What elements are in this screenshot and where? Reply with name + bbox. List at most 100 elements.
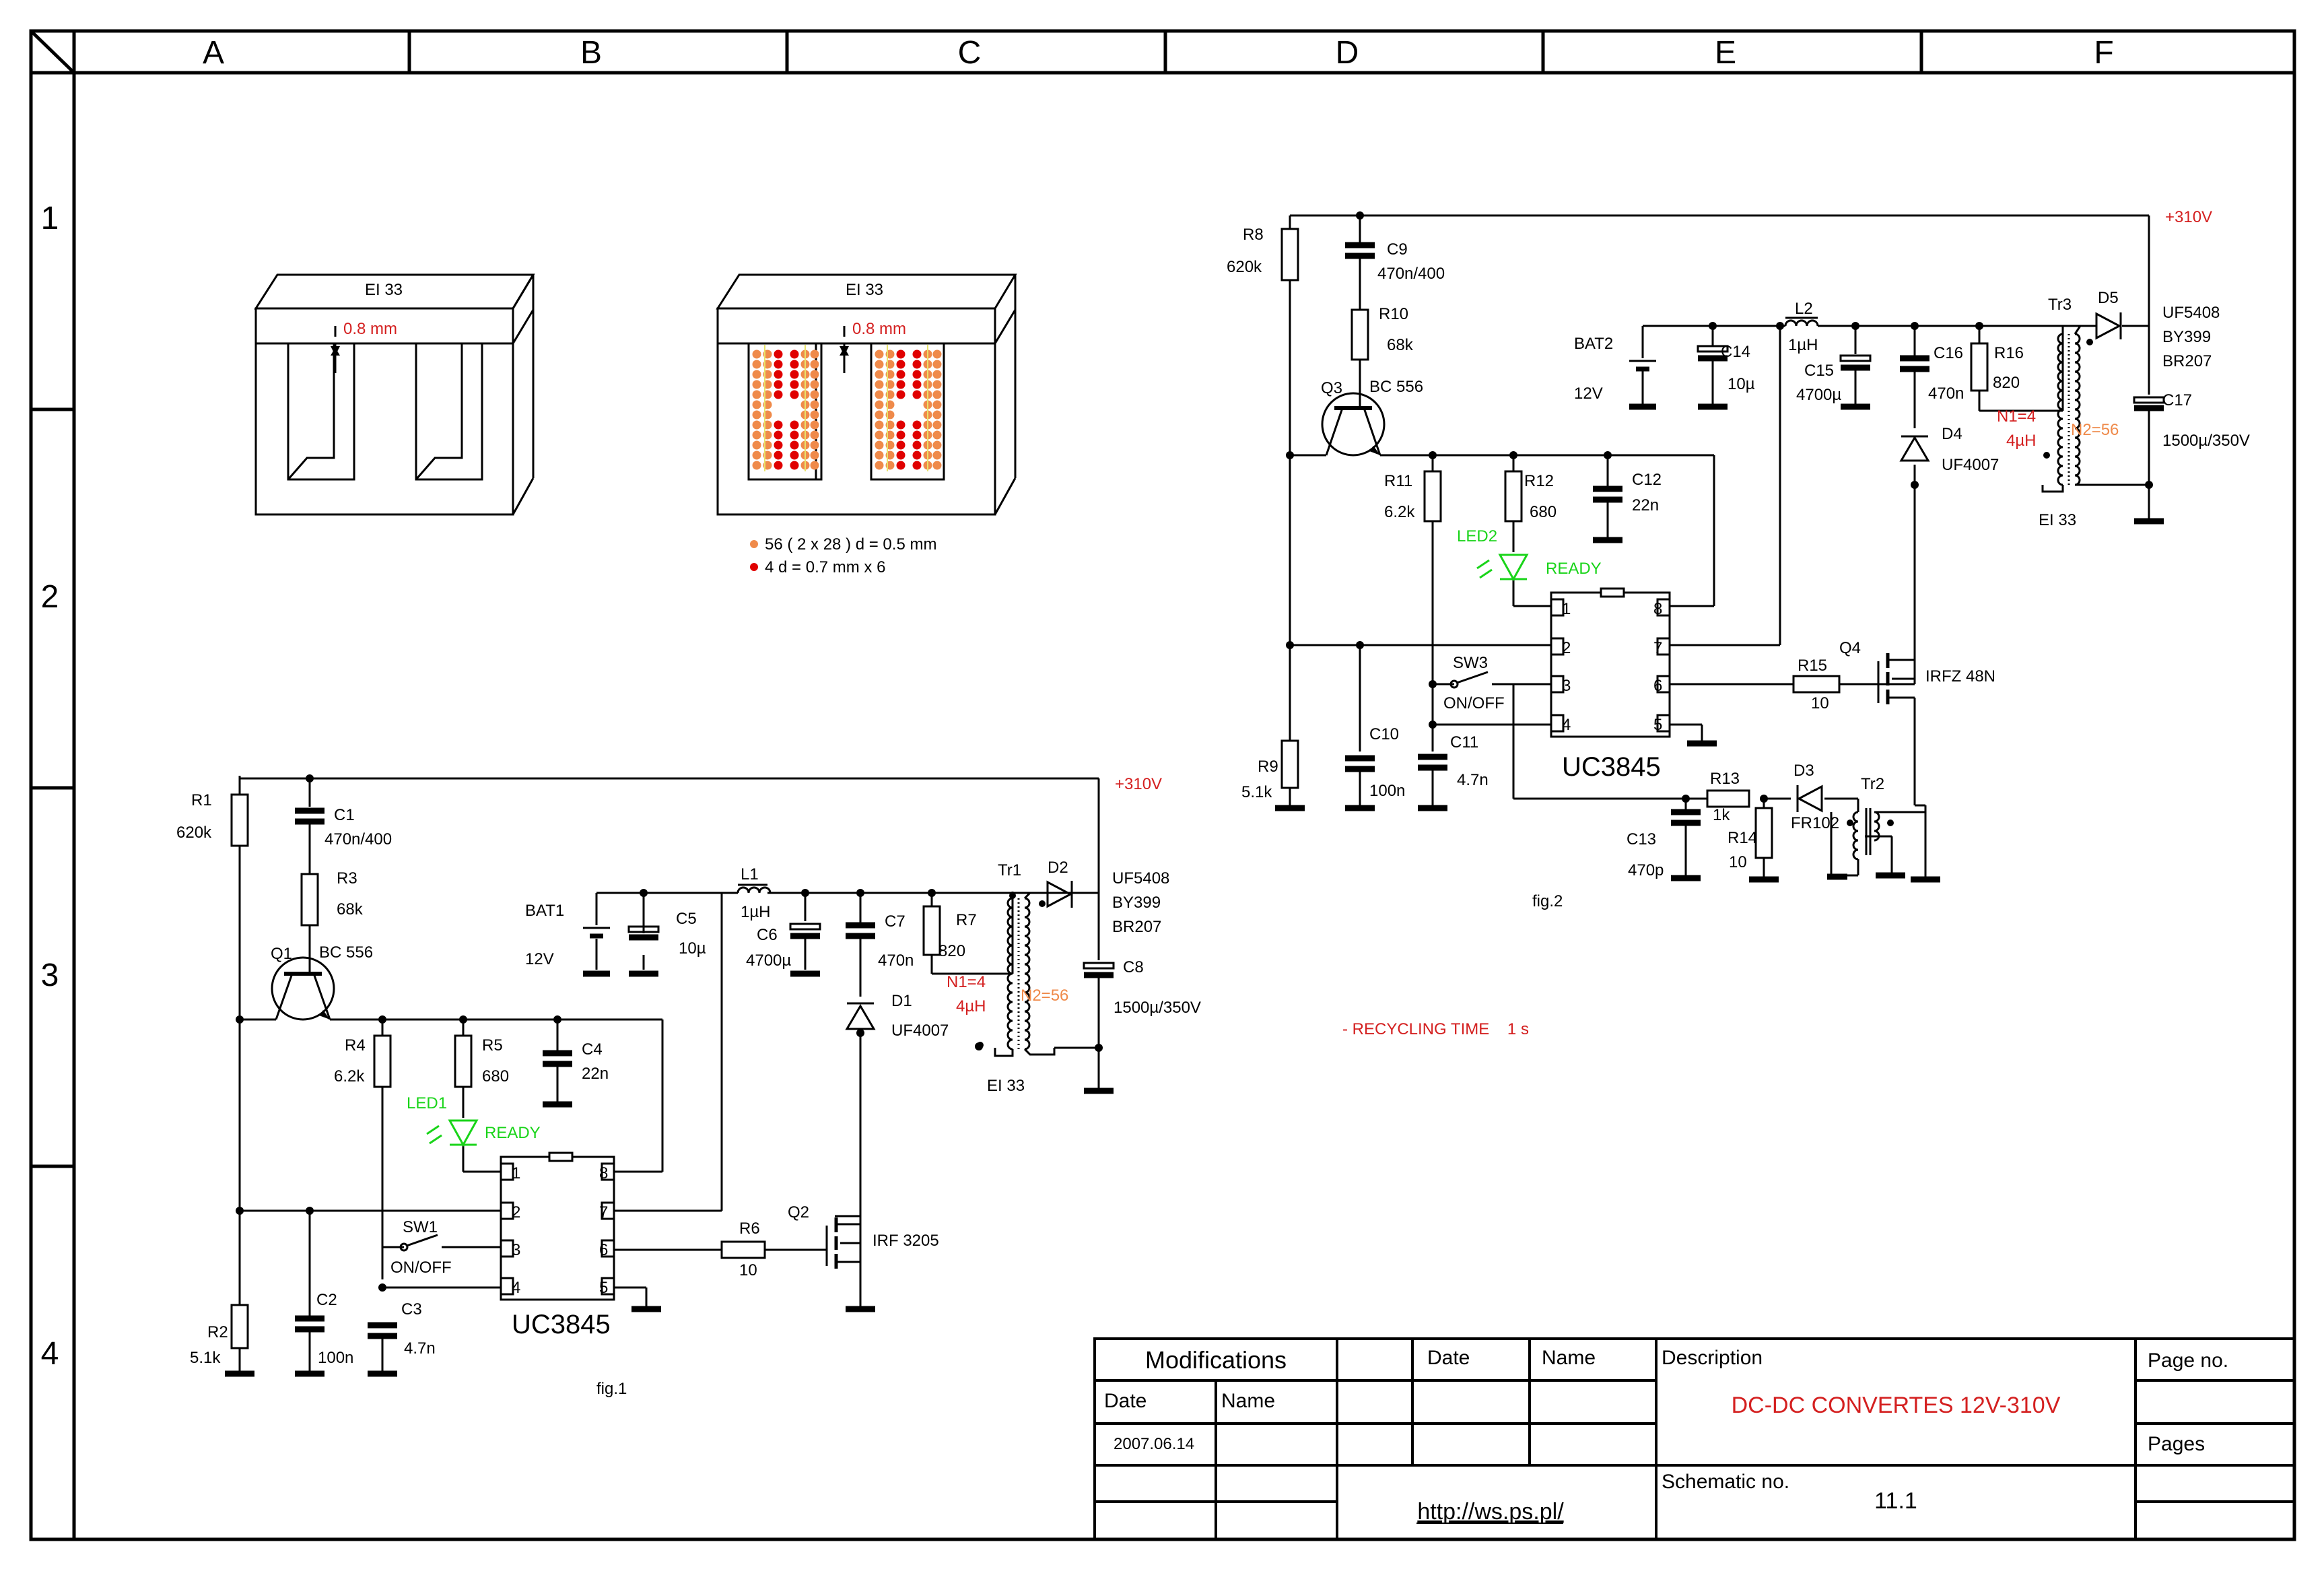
fig2-r15-name: R15 — [1798, 657, 1827, 675]
fig1-c4 — [543, 1050, 572, 1067]
svg-text:3: 3 — [512, 1241, 520, 1259]
winding-wire-dot — [810, 430, 819, 440]
winding-wire-dot — [774, 360, 783, 369]
winding-wire-dot — [912, 390, 922, 399]
winding-wire-dot — [790, 461, 799, 470]
fig2-c11-name: C11 — [1450, 733, 1478, 751]
fig1-led1-name: LED1 — [407, 1094, 447, 1112]
winding-wire-dot — [896, 370, 905, 379]
winding-wire-dot — [932, 430, 942, 440]
fig1-d2-v1: BY399 — [1112, 894, 1161, 912]
svg-text:7: 7 — [599, 1203, 608, 1222]
core-left-gap: 0.8 mm — [343, 320, 397, 338]
fig2-c14-value: 10µ — [1728, 375, 1755, 393]
tb-date-value: 2007.06.14 — [1114, 1435, 1194, 1453]
winding-wire-dot — [810, 360, 819, 369]
fig2-d5-v0: UF5408 — [2162, 304, 2220, 322]
fig1-r7-value: 820 — [938, 942, 965, 960]
tb-schematic-no: 11.1 — [1874, 1488, 1917, 1514]
column-label: C — [958, 35, 982, 71]
fig1-c7-value: 470n — [878, 951, 914, 970]
svg-text:2: 2 — [1562, 639, 1571, 657]
fig1-sw1-name: SW1 — [403, 1218, 438, 1236]
fig1-d1-value: UF4007 — [891, 1022, 949, 1040]
svg-text:8: 8 — [1653, 600, 1662, 618]
fig1-l1-inductor — [737, 886, 772, 894]
fig2-c10-name: C10 — [1369, 725, 1399, 743]
fig2-tr3-transformer — [2041, 325, 2103, 493]
winding-wire-dot — [790, 349, 799, 359]
fig2-sw3-name: SW3 — [1453, 654, 1488, 672]
fig2-c15-value: 4700µ — [1796, 386, 1841, 404]
winding-wire-dot — [932, 420, 942, 430]
fig2-r15 — [1792, 675, 1841, 694]
fig2-c9-value: 470n/400 — [1377, 265, 1445, 283]
winding-wire-dot — [896, 380, 905, 389]
winding-wire-dot — [774, 370, 783, 379]
winding-wire-dot — [752, 400, 761, 409]
fig2-sw3-value: ON/OFF — [1443, 694, 1505, 712]
winding-dots — [752, 349, 942, 470]
column-label: E — [1715, 35, 1736, 71]
fig1-r4-name: R4 — [345, 1036, 366, 1055]
winding-wire-dot — [810, 440, 819, 450]
legend-dot-primary — [750, 540, 758, 548]
fig1-c6-value: 4700µ — [746, 951, 791, 970]
fig2-r13-value: 1k — [1713, 806, 1730, 824]
fig2-led2-value: READY — [1546, 560, 1602, 578]
winding-wire-dot — [875, 410, 884, 420]
fig2-c11-value: 4.7n — [1457, 771, 1489, 789]
fig2-tr3-n1: N1=4 — [1997, 407, 2036, 426]
winding-wire-dot — [912, 430, 922, 440]
fig2-q4-value: IRFZ 48N — [1925, 667, 1995, 686]
svg-text:6: 6 — [1653, 677, 1662, 695]
fig2-r16 — [1970, 342, 1989, 392]
fig1-ic-pins: 1 2 3 4 5 6 7 8 — [512, 1164, 608, 1297]
tb-modifications: Modifications — [1145, 1346, 1287, 1374]
fig1-r4-value: 6.2k — [334, 1067, 365, 1085]
winding-wire-dot — [932, 390, 942, 399]
winding-wire-dot — [774, 380, 783, 389]
fig1-c8-value: 1500µ/350V — [1114, 999, 1201, 1017]
fig1-l1-value: 1µH — [741, 903, 771, 921]
fig2-tr3-ind: 4µH — [2006, 432, 2037, 450]
fig1-c1-name: C1 — [334, 806, 355, 824]
fig1-q1-transistor — [271, 956, 335, 1021]
fig2-r14 — [1754, 807, 1773, 859]
svg-text:2: 2 — [512, 1203, 520, 1222]
title-block — [1093, 1337, 2296, 1541]
winding-wire-dot — [932, 400, 942, 409]
fig1-r6-name: R6 — [739, 1219, 760, 1238]
winding-wire-dot — [896, 420, 905, 430]
winding-wire-dot — [790, 370, 799, 379]
winding-wire-dot — [790, 430, 799, 440]
winding-wire-dot — [912, 370, 922, 379]
fig1-c5-value: 10µ — [679, 939, 706, 958]
fig2-r8-name: R8 — [1243, 226, 1264, 244]
fig2-r10-name: R10 — [1379, 305, 1408, 323]
fig2-tr2-transformer — [1827, 808, 1940, 883]
tb-url-link[interactable]: http://ws.ps.pl/ — [1417, 1499, 1564, 1525]
fig2-c12-value: 22n — [1632, 496, 1659, 514]
fig1-tr1-core: EI 33 — [987, 1077, 1025, 1095]
fig2-r10-value: 68k — [1387, 336, 1414, 354]
fig1-sw1 — [399, 1234, 438, 1252]
column-label: D — [1336, 35, 1359, 71]
core-drawing-left — [254, 273, 535, 516]
fig2-q3-arrow — [1369, 446, 1380, 455]
fig1-junctions — [236, 774, 1103, 1292]
fig2-d4-value: UF4007 — [1942, 456, 1999, 474]
core-right-gap: 0.8 mm — [852, 320, 906, 338]
winding-wire-dot — [810, 349, 819, 359]
fig2-c17-name: C17 — [2162, 391, 2192, 409]
fig2-c12-name: C12 — [1632, 471, 1662, 489]
svg-text:5: 5 — [599, 1279, 608, 1297]
core-drawing-right — [716, 273, 1017, 516]
winding-wire-dot — [752, 461, 761, 470]
winding-wire-dot — [896, 430, 905, 440]
fig2-q4-name: Q4 — [1839, 639, 1861, 657]
legend-primary: 56 ( 2 x 28 ) d = 0.5 mm — [765, 535, 936, 554]
fig2-r10 — [1351, 308, 1369, 361]
fig2-junctions — [1286, 211, 2153, 803]
